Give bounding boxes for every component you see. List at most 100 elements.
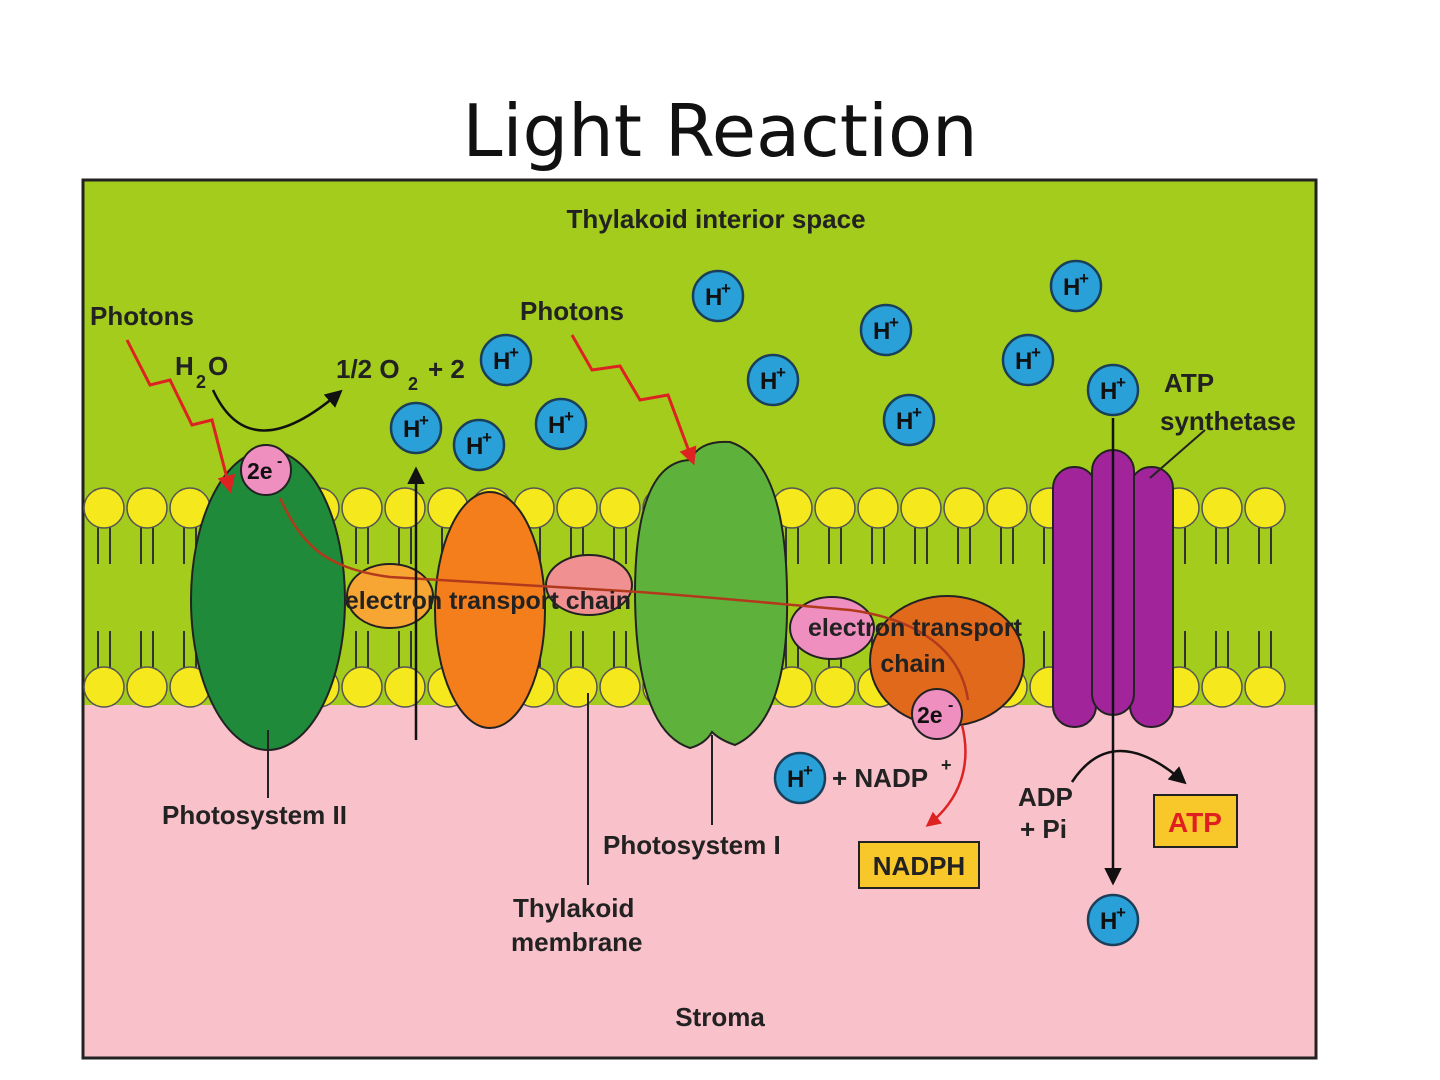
proton-ion: H+ [859,303,913,357]
proton-ion-symbol: H [493,348,510,375]
lipid-head [1244,487,1286,529]
lipid-head [986,487,1028,529]
photon-arrow-ps1 [570,334,697,466]
proton-ion-circle [1086,363,1140,417]
proton-ion-charge: + [803,761,813,780]
etc-label-2-line1: electron transport [808,614,1023,642]
proton-ion-symbol: H [403,416,420,443]
plastoquinone-carrier [346,563,434,629]
proton-ion-charge: + [564,407,574,426]
lipid-head [857,487,899,529]
proton-ion-charge: + [889,313,899,332]
svg-text:H: H [175,351,194,381]
svg-text:2e: 2e [917,702,943,728]
proton-ion-circle [691,269,745,323]
proton-ion-charge: + [482,428,492,447]
lipid-head [900,487,942,529]
nadp-label: + NADP + [832,755,952,793]
lipid-head [341,666,383,708]
proton-ion-symbol: H [896,408,913,435]
adp-label-line2: + Pi [1020,814,1067,844]
proton-ion-circle [389,401,443,455]
proton-ion-charge: + [1079,269,1089,288]
electron-badge-nadp: 2e - [911,688,963,740]
lipid-head [943,487,985,529]
photons-label-ps2: Photons [90,301,194,331]
photosystem-i-complex [633,440,789,750]
proton-ion: H+ [479,333,533,387]
proton-ion-circle [452,418,506,472]
proton-ion: H+ [452,418,506,472]
svg-text:O: O [208,351,228,381]
proton-ion-charge: + [721,279,731,298]
thylakoid-interior-label: Thylakoid interior space [566,204,865,234]
svg-text:NADPH: NADPH [873,851,965,881]
ferredoxin-carrier [789,596,875,660]
electron-badge-ps2: 2e - [240,444,292,496]
proton-ion-charge: + [912,403,922,422]
etc-label-1: electron transport chain [345,587,631,615]
proton-ion-circle [882,393,936,447]
water-splitting-arrow [211,389,343,432]
atp-product-box: ATP [1153,794,1238,848]
lipid-head [384,487,426,529]
adp-to-atp-arrow [1070,749,1187,785]
proton-ion-charge: + [1031,343,1041,362]
proton-ion-symbol: H [1100,378,1117,405]
proton-ion: H+ [1001,333,1055,387]
proton-ion-charge: + [509,343,519,362]
proton-ion-charge: + [776,363,786,382]
svg-text:+ NADP: + NADP [832,763,928,793]
proton-ion-symbol: H [1015,348,1032,375]
proton-ion-circle [746,353,800,407]
proton-ion-symbol: H [873,318,890,345]
photon-arrow-ps2 [125,339,236,494]
photosystem-i-label: Photosystem I [603,830,781,860]
electron-to-nadph-arrow [925,724,967,827]
lipid-head [814,666,856,708]
lipid-head [556,487,598,529]
proton-ion-circle [773,751,827,805]
proton-ion: H+ [882,393,936,447]
atp-synthetase-label-line1: ATP [1164,368,1214,398]
proton-ion-circle [1086,893,1140,947]
lipid-head [599,666,641,708]
svg-text:-: - [948,697,953,714]
thylakoid-membrane-label-line1: Thylakoid [513,893,634,923]
slide-title: Light Reaction [462,89,978,173]
electron-flow-path [278,497,970,701]
proton-ion-charge: + [1116,373,1126,392]
diagram-frame [81,178,1318,1060]
photosystem-ii-label: Photosystem II [162,800,347,830]
lipid-head [126,487,168,529]
proton-ion-symbol: H [548,412,565,439]
svg-text:2: 2 [196,372,206,392]
proton-ion-symbol: H [466,433,483,460]
proton-ion-circle [859,303,913,357]
proton-ion: H+ [389,401,443,455]
proton-ions: H+H+H+H+H+H+H+H+H+H+H+H+H+ [389,259,1140,947]
proton-ion: H+ [1086,893,1140,947]
plastocyanin-carrier [545,554,633,616]
svg-text:ATP: ATP [1168,807,1222,838]
lipid-head [83,666,125,708]
lipid-head [126,666,168,708]
adp-label-line1: ADP [1018,782,1073,812]
proton-ion-symbol: H [1100,908,1117,935]
svg-text:+ 2: + 2 [428,354,465,384]
proton-ion: H+ [773,751,827,805]
proton-ion: H+ [1086,363,1140,417]
svg-text:+: + [941,755,952,775]
svg-text:2: 2 [408,374,418,394]
lipid-head [556,666,598,708]
lipid-head [1244,666,1286,708]
proton-ion: H+ [691,269,745,323]
proton-ion-circle [1001,333,1055,387]
proton-ion: H+ [534,397,588,451]
proton-ion-charge: + [1116,903,1126,922]
svg-text:-: - [277,453,282,470]
oxygen-protons-label: 1/2 O 2 + 2 [336,354,465,394]
lipid-head [384,666,426,708]
cytochrome-complex [434,491,546,729]
